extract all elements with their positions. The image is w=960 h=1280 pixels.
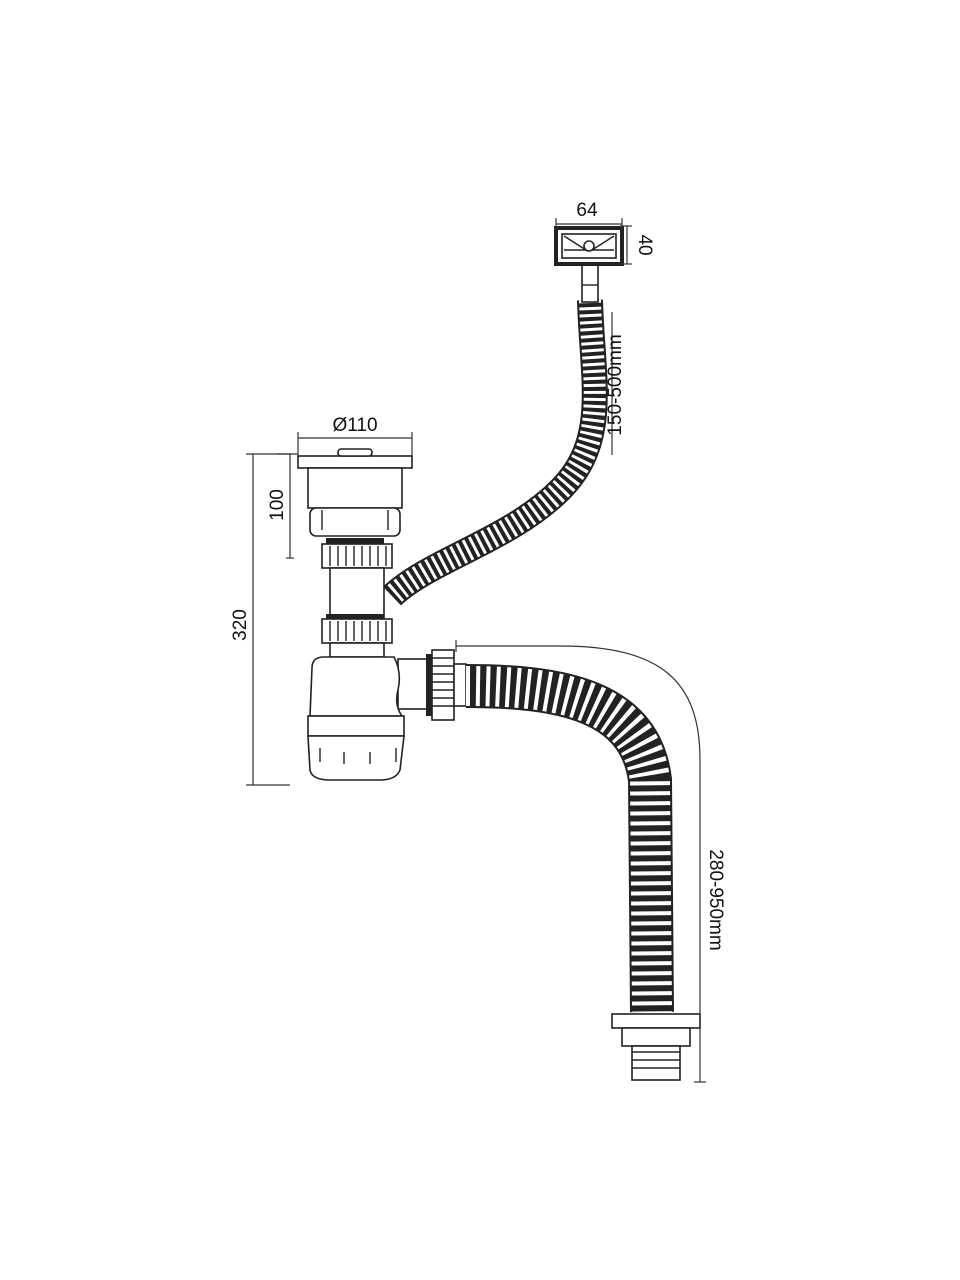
- overflow-hose: [383, 299, 608, 606]
- overflow-dimensions: 64 40 150-500mm: [555, 200, 655, 455]
- bottle-trap: [307, 656, 435, 781]
- total-height-label: 320: [230, 609, 251, 641]
- overflow-width-label: 64: [576, 200, 598, 221]
- trap-neck: [329, 642, 385, 658]
- overflow-height-label: 40: [634, 234, 655, 255]
- outlet-hose-length-label: 280-950mm: [705, 849, 726, 950]
- strainer-body: [297, 448, 413, 544]
- outlet-tailpiece: [611, 1013, 701, 1081]
- lower-nut: [321, 614, 393, 644]
- overflow-head: [554, 226, 624, 303]
- trap-pipe: [329, 567, 385, 619]
- strainer-dimensions: Ø110 100 320: [230, 415, 413, 786]
- strainer-diameter-label: Ø110: [332, 415, 377, 436]
- outlet-nut: [426, 649, 467, 721]
- strainer-height-label: 100: [267, 489, 288, 521]
- overflow-hose-length-label: 150-500mm: [605, 334, 626, 435]
- outlet-hose-dimension: 280-950mm: [455, 640, 726, 1083]
- upper-nut: [321, 543, 393, 569]
- outlet-hose: [465, 664, 674, 1013]
